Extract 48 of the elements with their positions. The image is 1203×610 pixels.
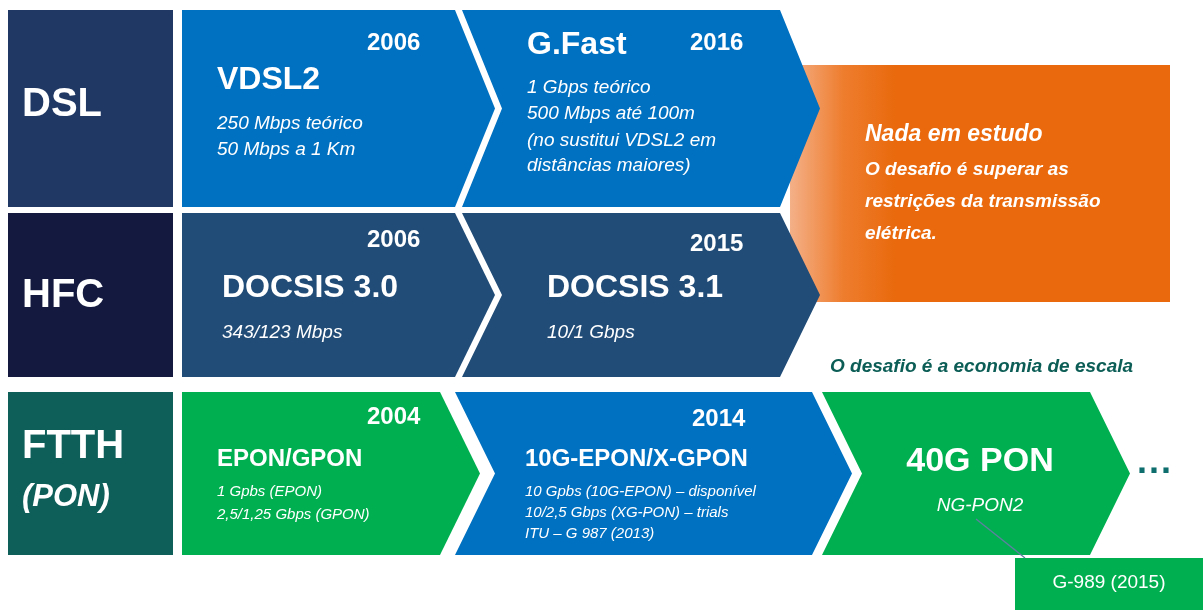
spec-text: (no sustitui VDSL2 em distâncias maiores): [527, 128, 718, 177]
technology-name: DOCSIS 3.0: [222, 268, 399, 305]
chevron-banner: [822, 392, 1130, 555]
spec-text: 10/1 Gbps: [547, 321, 635, 343]
spec-text: 250 Mbps teórico: [217, 112, 363, 134]
standard-box: [1015, 558, 1203, 610]
challenge-text: O desafio é superar as restrições da transmissão elétrica.: [865, 157, 1102, 245]
technology-name: EPON/GPON: [217, 444, 363, 472]
spec-text: 2,5/1,25 Gbps (GPON): [217, 505, 370, 522]
spec-text: ITU – G 987 (2013): [525, 524, 655, 541]
row-heading: DSL: [22, 80, 102, 125]
challenge-note: O desafio é a economia de escala: [830, 355, 1134, 377]
chevron-banner: [182, 213, 495, 377]
technology-name: G.Fast: [527, 25, 627, 62]
row-label-panel: [8, 10, 173, 207]
year-label: 2016: [690, 28, 744, 56]
row-heading: FTTH: [22, 422, 125, 467]
chevron-banner: [462, 10, 820, 207]
chevron-banner: [462, 213, 820, 377]
row-label-panel: [8, 392, 173, 555]
leader-line: [975, 518, 1026, 559]
year-label: 2006: [367, 28, 421, 56]
spec-text: NG-PON2: [935, 494, 1025, 516]
technology-name: 40G PON: [905, 440, 1055, 479]
chevron-banner: [182, 10, 495, 207]
challenge-heading: Nada em estudo: [865, 120, 1043, 147]
chevron-banner: [182, 392, 480, 555]
row-heading: (PON): [22, 478, 110, 514]
spec-text: 1 Gpbs (EPON): [217, 482, 323, 499]
spec-text: 10/2,5 Gbps (XG-PON) – trials: [525, 503, 729, 520]
spec-text: 1 Gbps teórico: [527, 76, 651, 98]
year-label: 2006: [367, 225, 421, 253]
technology-name: DOCSIS 3.1: [547, 268, 724, 305]
spec-text: 10 Gpbs (10G-EPON) – disponível: [525, 482, 756, 499]
year-label: 2004: [367, 402, 421, 430]
chevron-banner: [455, 392, 852, 555]
year-label: 2015: [690, 229, 744, 257]
technology-name: 10G-EPON/X-GPON: [525, 444, 748, 472]
continuation-dots: ...: [1137, 440, 1173, 482]
spec-text: 50 Mbps a 1 Km: [217, 138, 356, 160]
technology-name: VDSL2: [217, 60, 321, 97]
spec-text: 343/123 Mbps: [222, 321, 343, 343]
standard-label: G-989 (2015): [1051, 571, 1167, 593]
year-label: 2014: [692, 404, 746, 432]
row-heading: HFC: [22, 271, 105, 316]
spec-text: 500 Mbps até 100m: [527, 102, 695, 124]
row-label-panel: [8, 213, 173, 377]
challenge-panel: [790, 65, 1170, 302]
